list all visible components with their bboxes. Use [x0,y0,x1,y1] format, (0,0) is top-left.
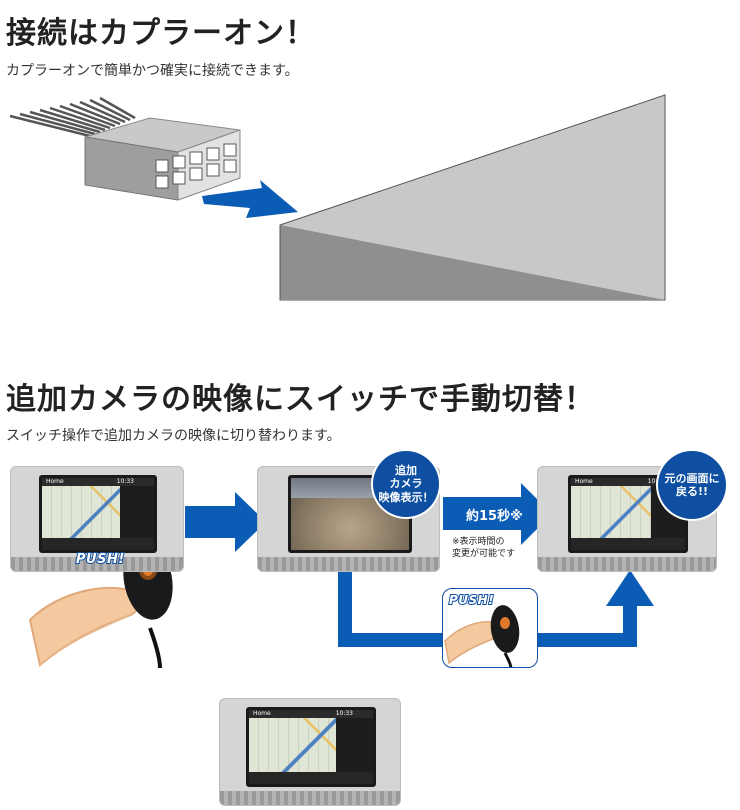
dash-vent [538,557,716,571]
section-subtitle-connection: カプラーオンで簡単かつ確実に接続できます。 [6,63,299,79]
nav-home-label: Home [253,710,271,717]
nav-status-bar: Home 10:33 [249,710,373,718]
nav-clock: 10:33 [116,478,134,485]
return-arrow-head [606,570,654,606]
section-subtitle-switch: スイッチ操作で追加カメラの映像に切り替わります。 [6,428,341,444]
nav-bottom-bar [42,538,154,550]
push-switch-inset: PUSH! [442,588,538,668]
nav-side-panel [335,718,373,772]
nav-screen: Home 10:33 [39,475,157,553]
section-title-switch: 追加カメラの映像にスイッチで手動切替！ [6,382,595,417]
nav-unit-bottom: Home 10:33 [219,698,401,806]
nav-clock: 10:33 [647,478,665,485]
vehicle-socket-block [279,94,666,301]
timer-label: 約15秒※ [466,509,523,524]
nav-status-bar: Home 10:33 [571,478,685,486]
dash-vent [258,557,439,571]
badge-return-screen: 元の画面に戻る!! [658,451,726,519]
section-title-connection: 接続はカプラーオン！ [6,16,316,51]
nav-side-panel [120,486,154,538]
nav-unit-original: Home 10:33 [10,466,184,572]
dash-vent [11,557,183,571]
flow-arrow-timer [443,483,552,545]
nav-unit-returned: Home 10:33 [537,466,717,572]
nav-clock: 10:33 [335,710,353,717]
badge-camera-display: 追加カメラ映像表示！ [373,451,439,517]
inset-push-label: PUSH! [448,592,495,608]
finger-illustration [28,586,142,667]
camera-screen [288,475,412,553]
inset-illustration [444,605,520,667]
coupler-wires [9,96,136,138]
nav-status-bar: Home 10:33 [42,478,154,486]
push-label: PUSH! [75,551,125,568]
nav-home-label: Home [575,478,593,485]
insert-arrow [202,180,298,218]
flow-arrow-1 [185,492,266,552]
dash-vent [220,791,400,805]
nav-screen: Home 10:33 [246,707,376,787]
coupler-connector [84,117,241,201]
timer-note: ※表示時間の 変更が可能です [452,537,516,560]
nav-home-label: Home [46,478,64,485]
nav-unit-camera [257,466,440,572]
nav-bottom-bar [571,538,685,550]
nav-bottom-bar [249,772,373,784]
